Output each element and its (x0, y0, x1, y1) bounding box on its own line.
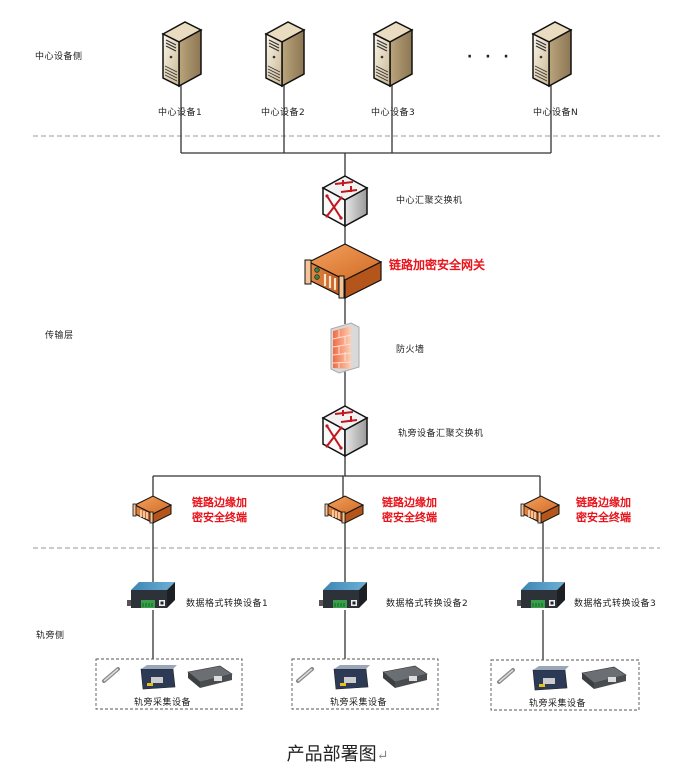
edge-terminal-label-line1: 链路边缘加 (576, 496, 631, 509)
figure-caption-text: 产品部署图 (286, 744, 377, 765)
edge-terminal-label-line2: 密安全终端 (382, 511, 437, 524)
converter-label: 数据格式转换设备1 (186, 599, 269, 609)
ellipsis-more-servers: · · · (467, 49, 513, 65)
core-switch-label: 中心汇聚交换机 (396, 196, 463, 206)
gateway-label: 链路加密安全网关 (389, 258, 486, 272)
gateway-icon (303, 242, 383, 300)
converter-icon (516, 581, 566, 609)
sensor-probe-icon (296, 667, 314, 683)
firewall-icon (330, 322, 360, 374)
collector-unit-icon (187, 665, 233, 689)
collector-box-icon (333, 664, 371, 690)
server-icon (162, 21, 202, 87)
collector-box-icon (140, 664, 178, 690)
collector-label: 轨旁采集设备 (529, 699, 587, 709)
collector-unit-icon (581, 666, 627, 690)
server-label: 中心设备1 (158, 108, 203, 118)
server-label: 中心设备3 (371, 108, 416, 118)
collector-group (291, 658, 439, 710)
converter-label: 数据格式转换设备2 (386, 599, 469, 609)
track-switch-label: 轨旁设备汇聚交换机 (398, 429, 484, 439)
edge-terminal-icon (520, 495, 560, 524)
collector-label: 轨旁采集设备 (330, 698, 388, 708)
collector-group (490, 659, 640, 711)
zone-label-trackside: 轨旁侧 (36, 631, 65, 641)
converter-icon (126, 581, 176, 609)
edge-terminal-label-line2: 密安全终端 (192, 511, 247, 524)
server-icon (532, 21, 572, 87)
core-switch-icon (322, 175, 368, 227)
collector-box-icon (532, 665, 570, 691)
figure-caption: 产品部署图↵ (0, 740, 675, 766)
server-label: 中心设备2 (261, 108, 306, 118)
edge-terminal-icon (132, 495, 172, 524)
edge-terminal-label-line1: 链路边缘加 (192, 496, 247, 509)
edge-terminal-label-line2: 密安全终端 (576, 511, 631, 524)
edge-terminal-label: 链路边缘加 密安全终端 (382, 495, 437, 525)
collector-unit-icon (382, 665, 428, 689)
edge-terminal-label: 链路边缘加 密安全终端 (576, 495, 631, 525)
zone-label-transport: 传输层 (45, 331, 74, 341)
collector-label: 轨旁采集设备 (134, 698, 192, 708)
server-icon (373, 21, 413, 87)
collector-group (95, 658, 243, 710)
server-icon (265, 21, 305, 87)
converter-icon (318, 581, 368, 609)
sensor-probe-icon (102, 667, 120, 683)
converter-label: 数据格式转换设备3 (574, 599, 657, 609)
firewall-label: 防火墙 (396, 345, 425, 355)
edge-terminal-label-line1: 链路边缘加 (382, 496, 437, 509)
sensor-probe-icon (497, 668, 515, 684)
zone-label-center: 中心设备侧 (35, 52, 83, 62)
paragraph-mark-icon: ↵ (376, 748, 389, 764)
connection-lines (152, 80, 552, 660)
server-label: 中心设备N (533, 108, 579, 118)
edge-terminal-icon (324, 495, 364, 524)
track-switch-icon (322, 405, 368, 457)
edge-terminal-label: 链路边缘加 密安全终端 (192, 495, 247, 525)
